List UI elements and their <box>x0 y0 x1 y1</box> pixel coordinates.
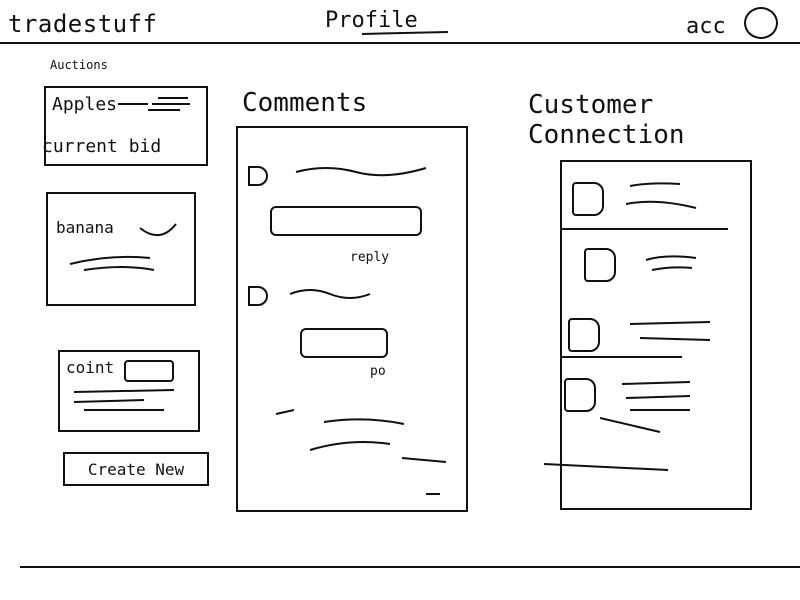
reply-input[interactable] <box>300 328 388 358</box>
app-brand[interactable]: tradestuff <box>8 10 158 38</box>
header-divider <box>0 42 800 44</box>
comments-panel[interactable] <box>236 126 468 512</box>
row-divider <box>562 356 682 358</box>
comments-heading: Comments <box>242 88 368 118</box>
row-divider <box>562 228 728 230</box>
customer-avatar-icon[interactable] <box>584 248 616 282</box>
customer-avatar-icon[interactable] <box>572 182 604 216</box>
title-underline <box>361 31 449 35</box>
comment-text <box>295 167 427 177</box>
footer-divider <box>20 566 800 568</box>
customer-connection-heading: Customer Connection <box>528 90 685 150</box>
auction-card-coint[interactable] <box>58 350 200 432</box>
comment-avatar-icon <box>248 286 268 306</box>
reply-button[interactable]: po <box>370 364 386 379</box>
auction-item-name: banana <box>56 218 114 237</box>
reply-input[interactable] <box>270 206 422 236</box>
account-label[interactable]: acc <box>686 14 726 39</box>
coint-detail-lines <box>73 389 175 411</box>
customer-avatar-icon[interactable] <box>568 318 600 352</box>
auction-card-apples[interactable] <box>44 86 208 166</box>
auction-card-banana[interactable] <box>46 192 196 306</box>
comment-avatar-icon <box>248 166 268 186</box>
customer-info <box>600 381 691 433</box>
customer-avatar-icon[interactable] <box>564 378 596 412</box>
customer-info <box>629 321 711 341</box>
auction-bid-label: current bid <box>42 136 162 157</box>
comment-text <box>275 409 447 495</box>
avatar-icon[interactable] <box>744 7 778 39</box>
create-new-button[interactable]: Create New <box>63 452 209 486</box>
customer-info <box>543 463 669 471</box>
customer-info <box>625 182 697 209</box>
customer-info <box>645 255 697 271</box>
bid-action-button[interactable] <box>124 360 174 382</box>
page-title: Profile <box>325 8 418 33</box>
reply-button[interactable]: reply <box>350 250 390 265</box>
customer-connection-panel[interactable] <box>560 160 752 510</box>
auction-item-name: Apples <box>52 94 118 115</box>
comment-text <box>289 289 371 299</box>
auction-detail-lines <box>118 97 190 111</box>
banana-detail-lines <box>69 223 177 271</box>
auction-item-name: coint <box>66 358 115 377</box>
auctions-heading: Auctions <box>50 58 108 72</box>
